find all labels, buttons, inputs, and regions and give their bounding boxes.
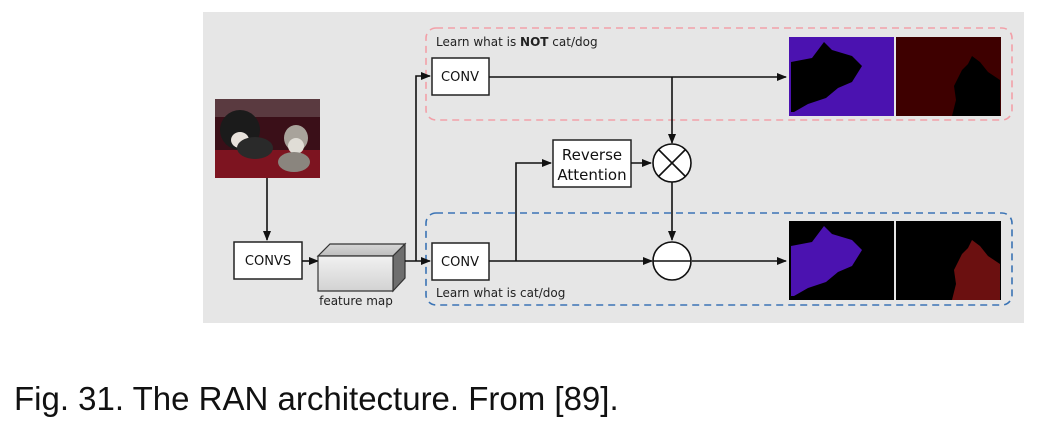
top-note: Learn what is NOT cat/dog xyxy=(436,35,598,49)
conv-top-box xyxy=(431,57,490,96)
figure-caption: Fig. 31. The RAN architecture. From [89]… xyxy=(14,380,619,417)
feature-map-label: feature map xyxy=(319,294,393,308)
reverse-attention-box xyxy=(552,139,632,188)
bottom-output-purple-map xyxy=(789,221,894,300)
conv-bottom-box xyxy=(431,242,490,281)
reverse-attention-line2: Attention xyxy=(557,166,626,184)
arrow-feature-map-to-top-conv xyxy=(415,72,431,261)
conv-top-label: CONV xyxy=(441,70,479,85)
top-note-prefix: Learn what is xyxy=(436,35,520,49)
input-image xyxy=(215,99,320,178)
top-output-red-map xyxy=(896,37,1001,116)
top-note-suffix: cat/dog xyxy=(548,35,597,49)
top-output-purple-map xyxy=(789,37,894,116)
bottom-note: Learn what is cat/dog xyxy=(436,286,565,300)
reverse-attention-line1: Reverse xyxy=(562,146,622,164)
convs-label: CONVS xyxy=(245,254,291,269)
feature-map-cuboid xyxy=(316,242,407,293)
top-note-bold: NOT xyxy=(520,35,549,49)
subtract-node xyxy=(652,241,692,281)
bottom-output-red-map xyxy=(896,221,1001,300)
arrow-bottom-conv-to-reverse-attention xyxy=(515,159,552,261)
multiply-node xyxy=(652,143,692,183)
conv-bottom-label: CONV xyxy=(441,255,479,270)
